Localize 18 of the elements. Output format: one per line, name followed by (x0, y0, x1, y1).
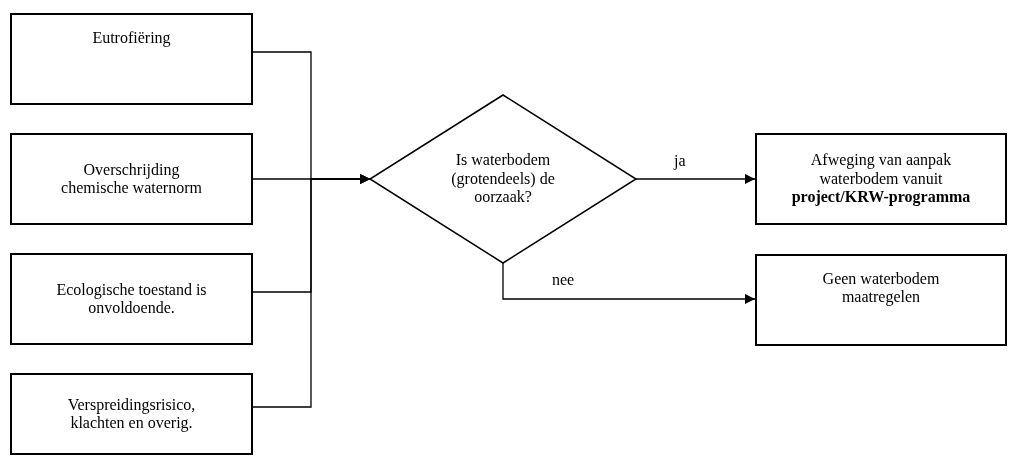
node-text: Verspreidingsrisico, klachten en overig. (66, 395, 197, 433)
process-box (10, 13, 253, 105)
node-text: Afweging van aanpak waterbodem vanuit project/KRW-programma (790, 151, 972, 207)
process-box (10, 373, 253, 455)
process-box (755, 254, 1007, 346)
node-text: Ecologische toestand is onvoldoende. (55, 280, 208, 318)
node-text: Is waterbodem (grotendeels) de oorzaak? (450, 151, 556, 207)
arrow (502, 262, 756, 304)
node-text: Geen waterbodem maatregelen (821, 270, 941, 307)
node-text: Eutrofiëring (92, 29, 171, 48)
edge-label: ja (672, 152, 688, 170)
process-box (10, 253, 253, 345)
process-box (755, 133, 1007, 225)
arrow (252, 174, 371, 408)
process-box (10, 133, 253, 225)
decision-diamond (368, 94, 638, 264)
node-text: Overschrijding chemische waternorm (60, 160, 203, 198)
arrow (635, 174, 756, 184)
